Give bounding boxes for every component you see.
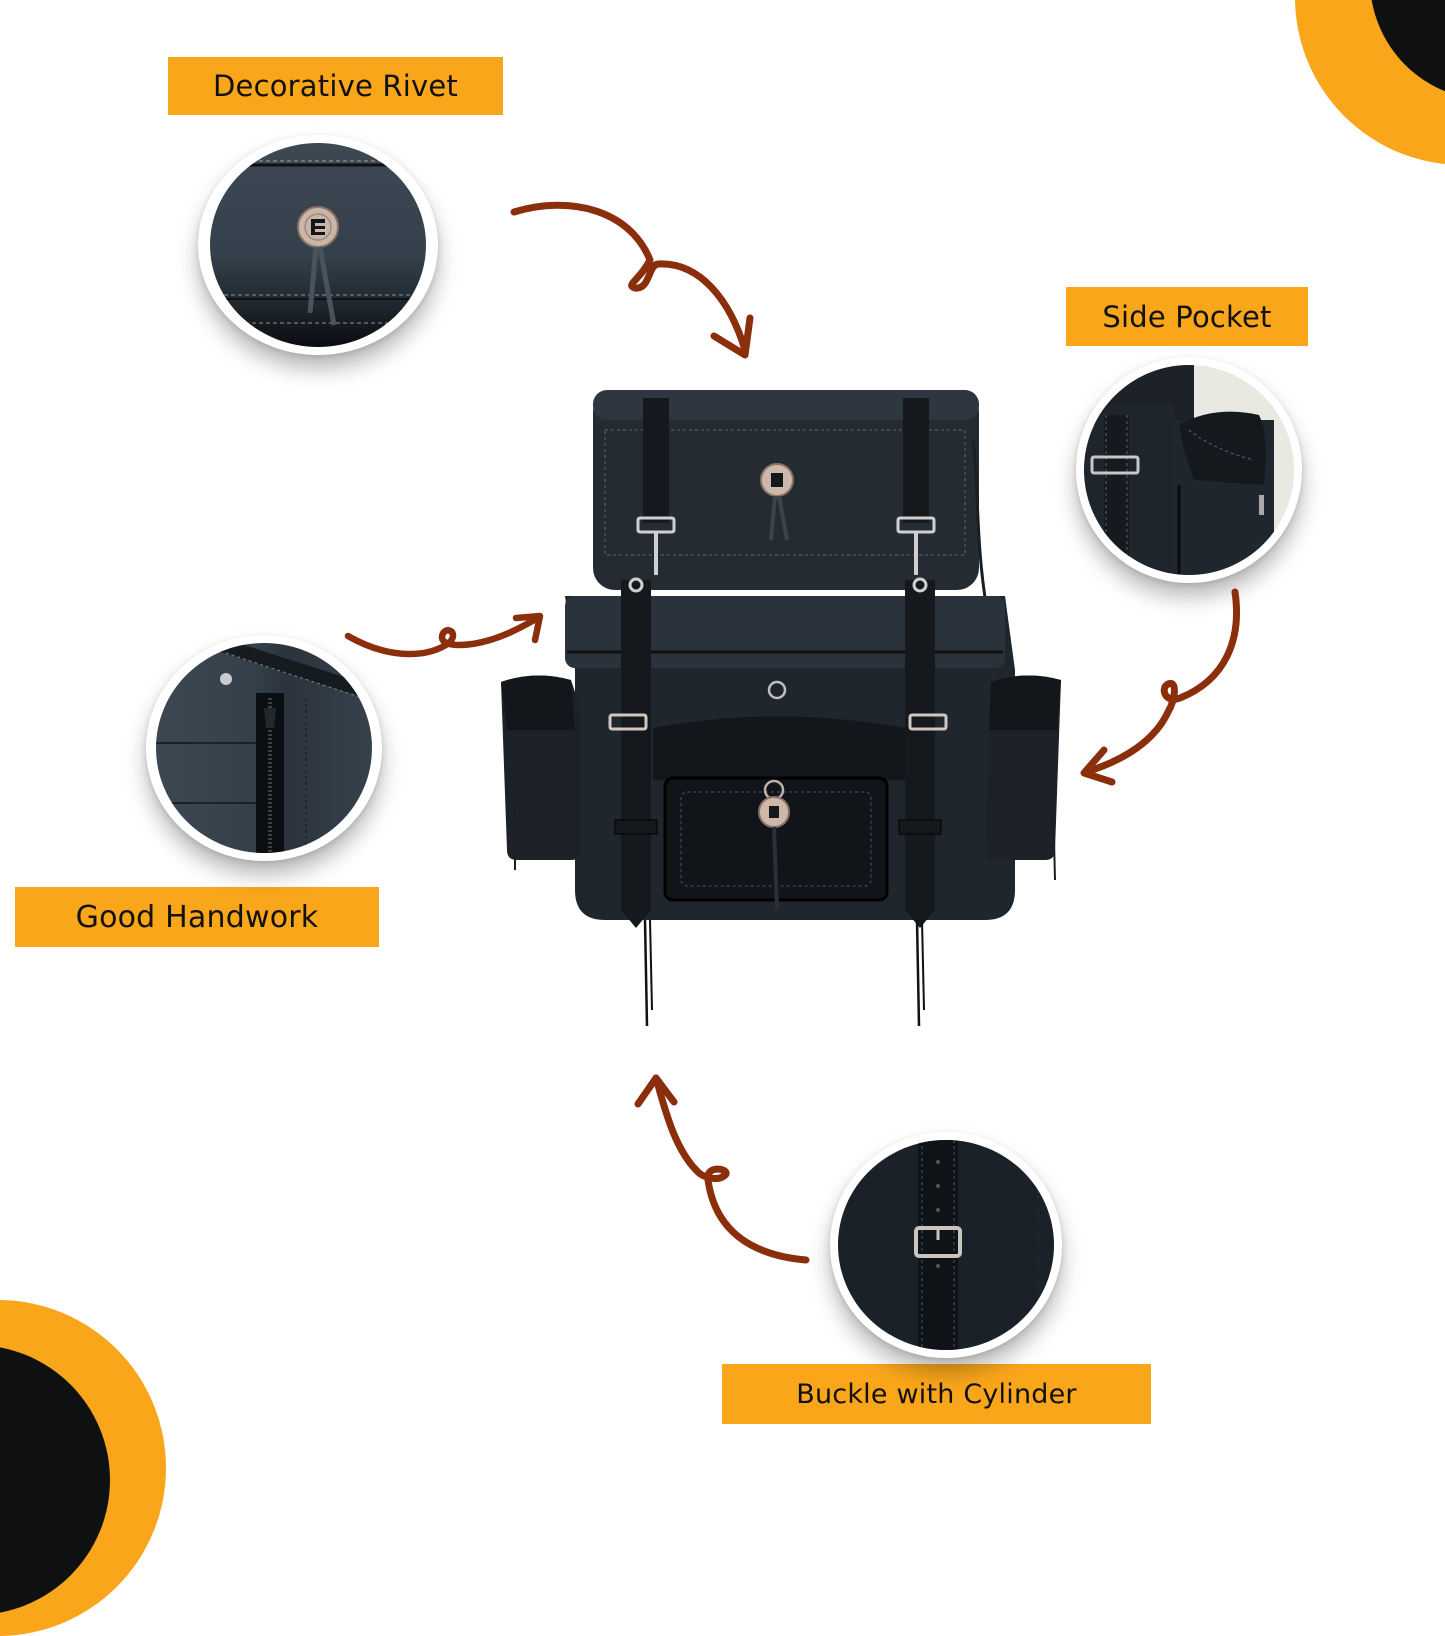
feature-label-text: Side Pocket [1102, 299, 1272, 334]
arrow-to-rivet-icon [510, 201, 754, 359]
feature-label-text: Good Handwork [75, 899, 319, 935]
buckle-strap-closeup-icon [838, 1140, 1054, 1350]
feature-label-buckle-with-cylinder: Buckle with Cylinder [722, 1364, 1151, 1424]
feature-label-good-handwork: Good Handwork [15, 887, 379, 947]
detail-circle-decorative-rivet [198, 135, 438, 355]
leather-bag-image-icon [501, 390, 1061, 1027]
arrow-from-handwork-icon [344, 612, 544, 658]
arrow-from-side-pocket-icon [1080, 588, 1240, 786]
feature-label-text: Buckle with Cylinder [796, 1378, 1077, 1410]
zipper-stitching-closeup-icon [156, 643, 372, 853]
detail-circle-buckle-with-cylinder [830, 1132, 1062, 1358]
detail-circle-good-handwork [146, 635, 382, 861]
product-image [495, 380, 1070, 1030]
side-pocket-closeup-icon [1084, 365, 1294, 575]
detail-circle-side-pocket [1076, 357, 1302, 583]
feature-label-decorative-rivet: Decorative Rivet [168, 57, 503, 115]
arrow-from-buckle-icon [634, 1074, 810, 1264]
feature-label-side-pocket: Side Pocket [1066, 287, 1308, 346]
feature-label-text: Decorative Rivet [213, 69, 458, 103]
concho-rivet-closeup-icon [210, 143, 426, 347]
